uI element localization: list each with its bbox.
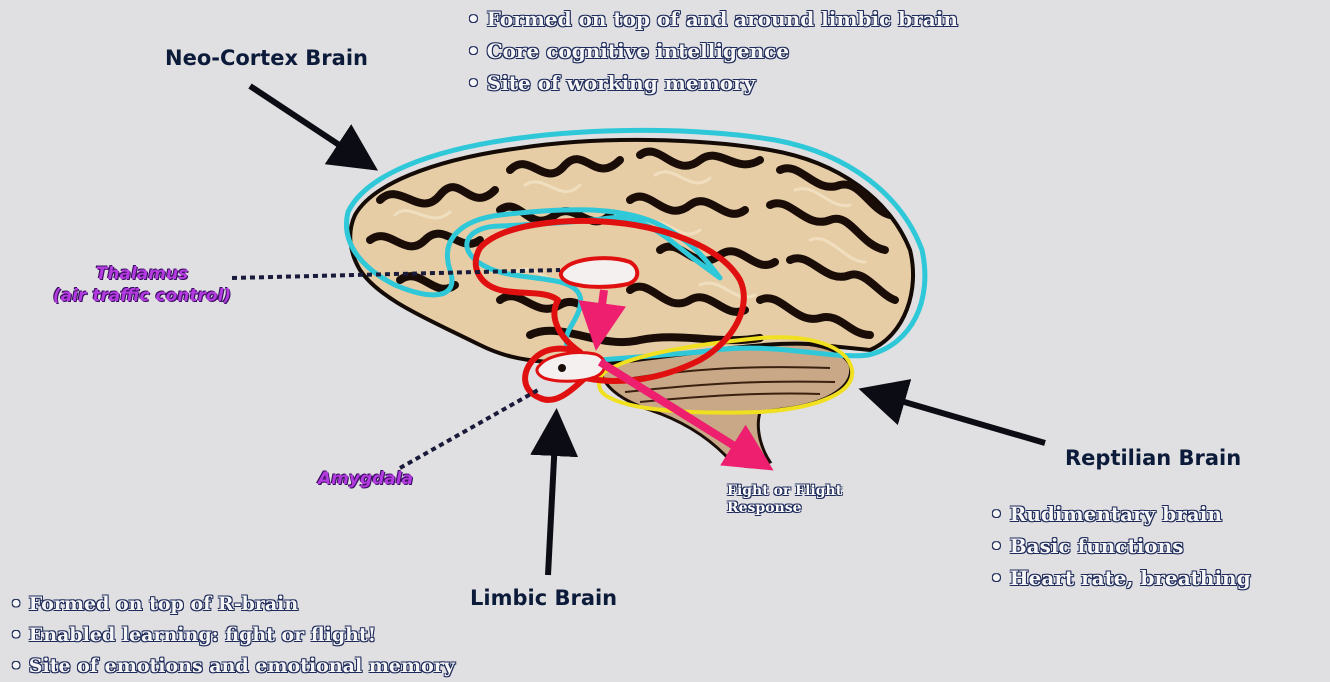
neocortex-bullets: Formed on top of and around limbic brain… xyxy=(467,3,958,99)
limbic-title: Limbic Brain xyxy=(470,586,617,610)
limbic-bullet: Formed on top of R-brain xyxy=(10,589,455,620)
amygdala-dot xyxy=(558,364,566,372)
limbic-pointer-arrow xyxy=(548,420,556,575)
fight-or-flight-label: Fight or Flight Response xyxy=(727,483,842,517)
neocortex-bullet: Formed on top of and around limbic brain xyxy=(467,3,958,35)
limbic-bullet: Enabled learning: fight or flight! xyxy=(10,620,455,651)
reptilian-pointer-arrow xyxy=(870,392,1045,443)
neocortex-bullet: Site of working memory xyxy=(467,67,958,99)
reptilian-bullet: Basic functions xyxy=(990,530,1251,562)
limbic-bullet: Site of emotions and emotional memory xyxy=(10,651,455,682)
fight-or-flight-line: Fight or Flight xyxy=(727,483,842,500)
amygdala-leader-line xyxy=(400,390,538,468)
reptilian-title: Reptilian Brain xyxy=(1065,446,1241,470)
fight-or-flight-line: Response xyxy=(727,500,842,517)
thalamus-blob xyxy=(561,258,637,287)
reptilian-bullet: Rudimentary brain xyxy=(990,498,1251,530)
amygdala-label: Amygdala xyxy=(318,469,413,489)
reptilian-bullets: Rudimentary brain Basic functions Heart … xyxy=(990,498,1251,594)
reptilian-bullet: Heart rate, breathing xyxy=(990,562,1251,594)
neocortex-title: Neo-Cortex Brain xyxy=(165,46,368,70)
thalamus-label: Thalamus (air traffic control) xyxy=(20,263,264,307)
thalamus-label-name: Thalamus xyxy=(20,263,264,285)
limbic-bullets: Formed on top of R-brain Enabled learnin… xyxy=(10,589,455,682)
thalamus-label-role: (air traffic control) xyxy=(20,285,264,307)
neocortex-tissue xyxy=(350,140,913,362)
neocortex-pointer-arrow xyxy=(250,86,368,164)
neocortex-bullet: Core cognitive intelligence xyxy=(467,35,958,67)
